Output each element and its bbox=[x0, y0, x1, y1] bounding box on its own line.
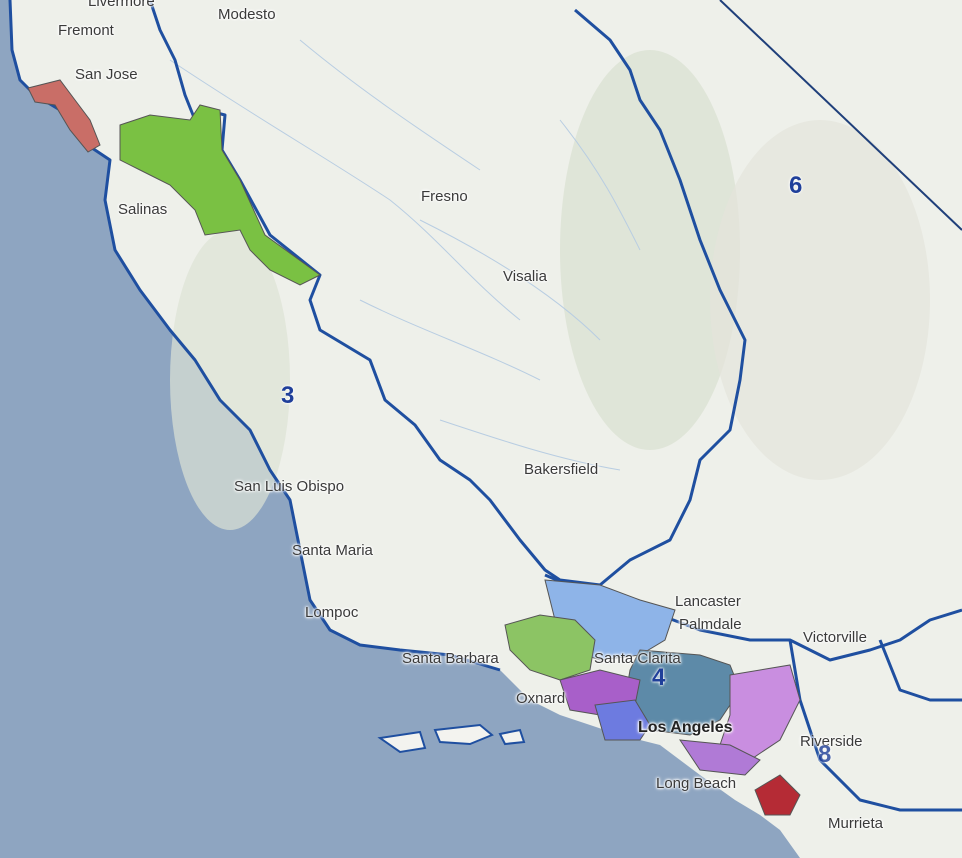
place-label-santa-clarita: Santa Clarita bbox=[594, 650, 681, 667]
region-4-areas bbox=[504, 579, 801, 816]
place-label-murrieta: Murrieta bbox=[828, 815, 884, 832]
place-label-san-jose: San Jose bbox=[75, 66, 138, 83]
place-label-los-angeles: Los Angeles bbox=[638, 719, 733, 736]
place-label-san-luis-obispo: San Luis Obispo bbox=[234, 478, 345, 495]
place-label-fresno: Fresno bbox=[421, 188, 468, 205]
rivers bbox=[169, 39, 641, 471]
place-label-riverside: Riverside bbox=[800, 733, 863, 750]
place-label-lancaster: Lancaster bbox=[675, 593, 741, 610]
place-label-modesto: Modesto bbox=[218, 6, 276, 23]
place-label-long-beach: Long Beach bbox=[656, 775, 737, 792]
region-label-8[interactable]: 8 bbox=[818, 741, 832, 768]
channel-islands bbox=[377, 723, 526, 754]
relief-coast bbox=[170, 230, 290, 530]
place-label-bakersfield: Bakersfield bbox=[524, 461, 599, 478]
region-boundaries bbox=[8, 0, 962, 812]
place-label-santa-maria: Santa Maria bbox=[292, 542, 373, 559]
state-line bbox=[719, 0, 962, 231]
place-label-palmdale: Palmdale bbox=[679, 616, 742, 633]
place-label-salinas: Salinas bbox=[118, 201, 168, 218]
place-label-fremont: Fremont bbox=[58, 22, 114, 39]
relief-desert bbox=[710, 120, 930, 480]
place-label-oxnard: Oxnard bbox=[516, 690, 566, 707]
relief-sierra bbox=[560, 50, 740, 450]
place-label-victorville: Victorville bbox=[803, 629, 867, 646]
place-label-santa-barbara: Santa Barbara bbox=[402, 650, 499, 667]
region-3-areas bbox=[27, 79, 321, 286]
region-label-3[interactable]: 3 bbox=[281, 382, 295, 409]
place-label-visalia: Visalia bbox=[503, 268, 547, 285]
place-label-lompoc: Lompoc bbox=[305, 604, 359, 621]
region-label-6[interactable]: 6 bbox=[789, 172, 803, 199]
region-label-4[interactable]: 4 bbox=[652, 664, 666, 691]
place-label-livermore: Livermore bbox=[88, 0, 155, 10]
